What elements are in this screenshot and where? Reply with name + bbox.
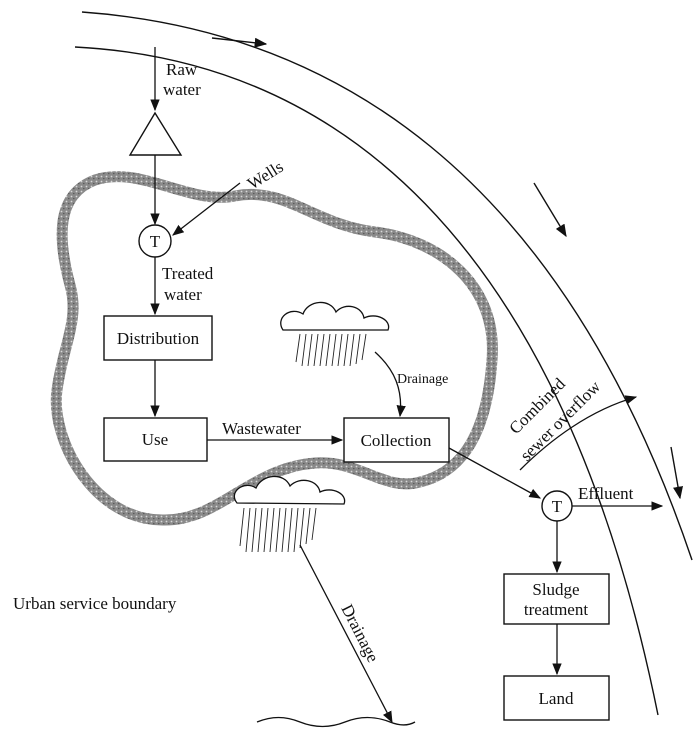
rain-cloud-icon <box>281 302 389 366</box>
river-flow-arrow <box>534 183 566 236</box>
use-label: Use <box>142 430 168 449</box>
treated-water-label-2: water <box>164 285 202 304</box>
storage-reservoir-icon <box>130 113 181 155</box>
wells-label: Wells <box>244 157 287 193</box>
rain-cloud-icon <box>234 476 344 552</box>
distribution-label: Distribution <box>117 329 200 348</box>
land-label: Land <box>539 689 574 708</box>
wastewater-label: Wastewater <box>222 419 301 438</box>
receiving-water-surface <box>257 718 415 727</box>
river-flow-arrow <box>212 38 266 44</box>
drainage-out-arrow <box>300 545 392 722</box>
collection-label: Collection <box>361 431 432 450</box>
wastewater-treatment-node-label: T <box>552 497 563 516</box>
drainage-big-label: Drainage <box>337 601 382 665</box>
sludge-label: Sludge <box>532 580 579 599</box>
water-treatment-node-label: T <box>150 232 161 251</box>
sludge-label-2: treatment <box>524 600 588 619</box>
drainage-small-label: Drainage <box>397 372 448 387</box>
river-flow-arrow <box>671 447 680 498</box>
urban-service-boundary-label: Urban service boundary <box>13 594 177 613</box>
raw-water-label: Raw <box>166 60 198 79</box>
treated-water-label: Treated <box>162 264 214 283</box>
raw-water-label-2: water <box>163 80 201 99</box>
effluent-label: Effluent <box>578 484 634 503</box>
